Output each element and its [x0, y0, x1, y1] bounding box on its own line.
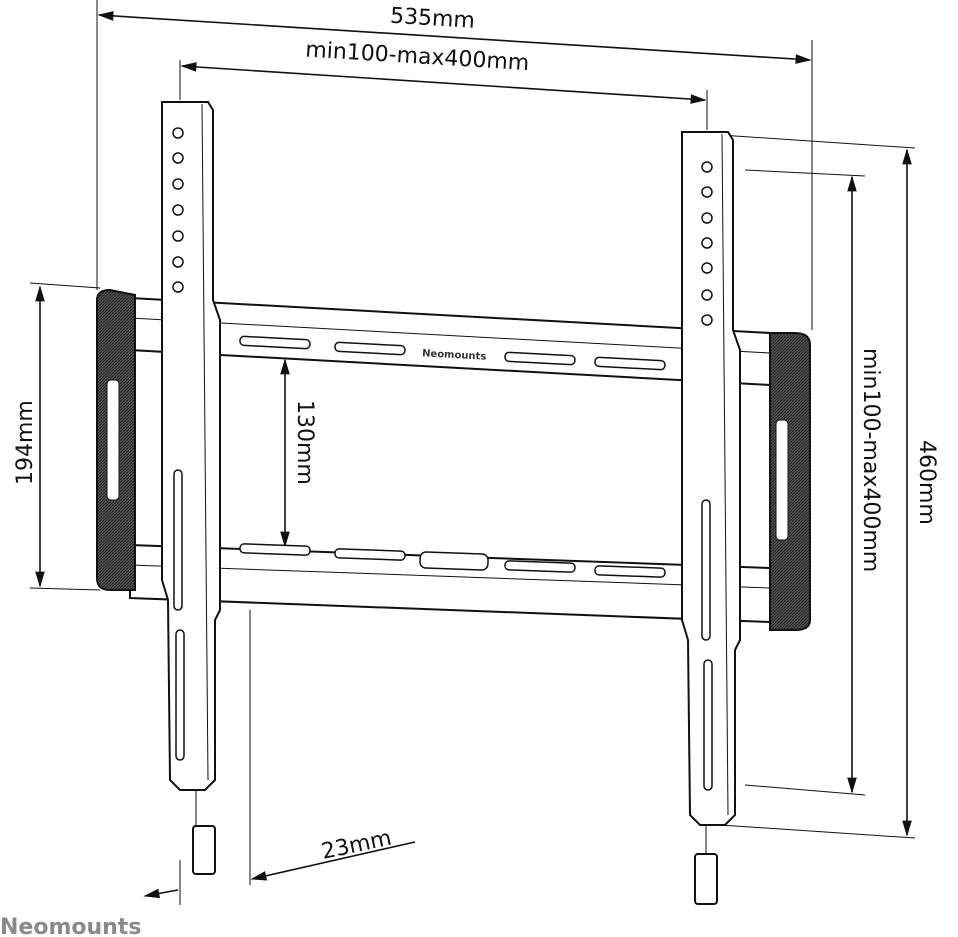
bracket-brand-label: Neomounts	[422, 348, 487, 362]
horizontal-bracket: Neomounts	[129, 296, 771, 624]
dim-vesa-horizontal-label: min100-max400mm	[305, 37, 530, 76]
right-vertical-rail	[681, 131, 741, 905]
dimension-arrows	[35, 11, 912, 899]
dim-total-height-label: 460mm	[914, 440, 939, 525]
dim-vesa-vertical-label: min100-max400mm	[858, 348, 883, 572]
dim-total-width-label: 535mm	[389, 4, 475, 34]
rail-holes-right	[701, 161, 713, 326]
dim-depth-label: 23mm	[319, 826, 394, 865]
wall-pads	[96, 288, 811, 631]
dim-rail-spacing-label: 130mm	[292, 400, 317, 485]
slots-top	[239, 335, 666, 371]
rail-holes-left	[172, 127, 184, 293]
slots-bottom	[239, 543, 666, 578]
dim-bracket-height-label: 194mm	[13, 400, 38, 485]
extension-lines	[29, 0, 916, 905]
neomounts-logo: Neomounts	[0, 915, 141, 937]
left-vertical-rail	[161, 101, 221, 875]
